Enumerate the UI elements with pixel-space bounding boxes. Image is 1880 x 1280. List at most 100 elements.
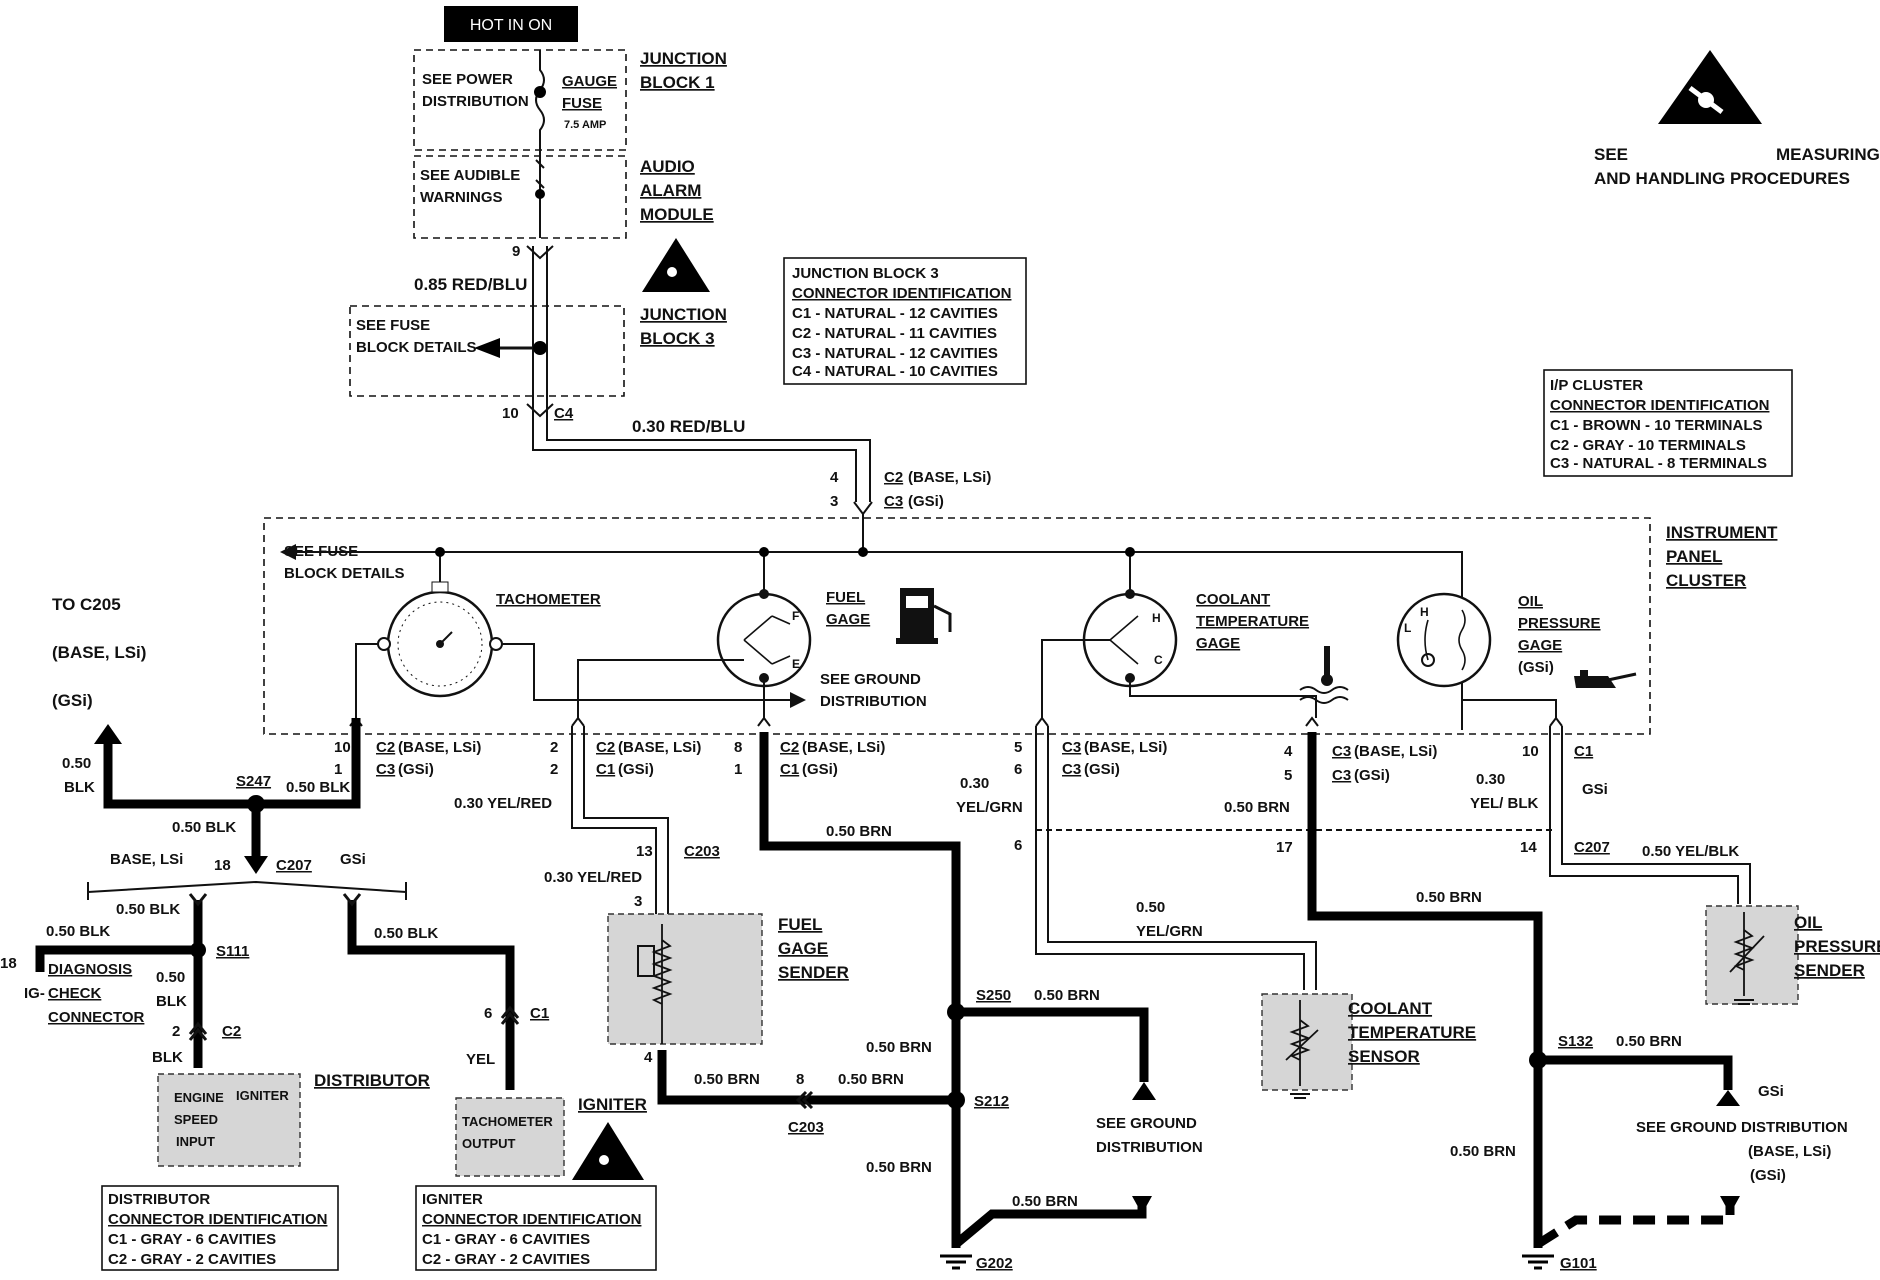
wire-blk-diag: [35, 945, 198, 972]
ground-gsi-2: (GSi): [1750, 1167, 1786, 1184]
audio-see-1: SEE AUDIBLE: [420, 167, 520, 184]
fuel-base: (BASE, LSi): [618, 739, 701, 756]
tachometer-gauge-icon: [377, 581, 503, 698]
fuel-pin-3: 3: [634, 893, 642, 910]
left-pin-18: 18: [214, 857, 231, 874]
esd-measuring: MEASURING: [1776, 145, 1880, 164]
left-c207: C207: [276, 857, 312, 874]
ground-base: (BASE, LSi): [1748, 1143, 1831, 1160]
oil-base: (BASE, LSi): [1354, 743, 1437, 760]
oil-l: L: [1404, 621, 1411, 635]
esd-warning-icon: [1658, 50, 1762, 124]
jb3-title-1: JUNCTION: [640, 305, 727, 324]
to-c205-2: (BASE, LSi): [52, 643, 146, 662]
oilp-conn: [1549, 716, 1563, 727]
igniter-esd-icon: [572, 1122, 644, 1180]
fuel-wire: [571, 726, 669, 920]
jb1-distribution: DISTRIBUTION: [422, 93, 529, 110]
cluster-feed: [853, 501, 873, 552]
conn-c4: C4: [554, 405, 574, 422]
dist-c2-conn: [188, 1021, 208, 1041]
g101-dashed-branch: [1535, 1200, 1735, 1248]
fuel-pin-2b: 2: [550, 761, 558, 778]
cool-pin-5: 5: [1014, 739, 1022, 756]
left-blk-050: 0.50: [62, 755, 91, 772]
tach-c2: C2: [376, 739, 395, 756]
coolant-sensor-icon: [1285, 1000, 1319, 1099]
g202-ground-arrow-icon: [1132, 1196, 1152, 1214]
tach-pin-10: 10: [334, 739, 351, 756]
left-blk-e: BLK: [152, 1049, 183, 1066]
fuel-sender-brn-2: 0.50 BRN: [838, 1071, 904, 1088]
ground-see-3: SEE GROUND DISTRIBUTION: [1636, 1119, 1848, 1136]
s132-label: S132: [1558, 1033, 1593, 1050]
oil-label-4: (GSi): [1518, 659, 1554, 676]
esd-see: SEE: [1594, 145, 1628, 164]
wire-085-label: 0.85 RED/BLU: [414, 275, 527, 294]
oilp-gsi: GSi: [1582, 781, 1608, 798]
see-fuse-arrow-icon: [280, 544, 296, 560]
cool-label-1: COOLANT: [1196, 591, 1270, 608]
jb3-see-2: BLOCK DETAILS: [356, 339, 477, 356]
jb1-see-power: SEE POWER: [422, 71, 513, 88]
cool-c: C: [1154, 653, 1163, 667]
s132-branch: [1538, 1055, 1733, 1090]
dist-conn-t1: DISTRIBUTOR: [108, 1191, 210, 1208]
oil-brn-2: 0.50 BRN: [1416, 889, 1482, 906]
coolant-out: [1041, 639, 1110, 718]
ign-conn-t1: IGNITER: [422, 1191, 483, 1208]
fuel-sender-pin-4: 4: [644, 1049, 653, 1066]
gauge-fuse-wire: [535, 50, 545, 150]
jb3-conn-title-2: CONNECTOR IDENTIFICATION: [792, 285, 1011, 302]
oil-sender-icon: [1729, 912, 1765, 1005]
fuel-pin-2a: 2: [550, 739, 558, 756]
left-pin-18b: 18: [0, 955, 17, 972]
cluster-see-fuse-1: SEE FUSE: [284, 543, 358, 560]
cool-pin-6b: 6: [1014, 837, 1022, 854]
jb3-node: [533, 341, 547, 355]
left-blk-c: 0.50 BLK: [374, 925, 438, 942]
gnd-see-1: SEE GROUND: [1096, 1115, 1197, 1132]
bus-node: [858, 547, 868, 557]
to-c205-3: (GSi): [52, 691, 93, 710]
jb3-conn-c2: C2 - NATURAL - 11 CAVITIES: [792, 325, 997, 342]
g202-ground-icon: [940, 1254, 972, 1270]
oil-conn: [1305, 716, 1319, 727]
oil-label-2: PRESSURE: [1518, 615, 1601, 632]
oil-ground-trunk: [1307, 732, 1543, 1248]
ops-t2: PRESSURE: [1794, 937, 1880, 956]
oil-out: [1461, 690, 1557, 718]
audio-esd-icon: [642, 238, 710, 292]
dist-c2: C2: [222, 1023, 241, 1040]
pin-10: 10: [502, 405, 519, 422]
diag-label: DIAGNOSIS: [48, 961, 132, 978]
distributor-box: [157, 1073, 301, 1167]
oil-pin-5: 5: [1284, 767, 1292, 784]
oilp-wire: [1549, 726, 1751, 904]
fuel-wire-label: 0.30 YEL/RED: [454, 795, 552, 812]
fuel-c203: C203: [684, 843, 720, 860]
distributor-conn-id-box: [101, 1185, 339, 1271]
oil-h: H: [1420, 605, 1429, 619]
fuel-sender-gnd: [657, 1050, 956, 1105]
cool-h: H: [1152, 611, 1161, 625]
see-ground-arrow-icon: [790, 692, 806, 708]
esd-handling: AND HANDLING PROCEDURES: [1594, 169, 1850, 188]
oil-gsi: (GSi): [1354, 767, 1390, 784]
igniter-label: IGNITER: [578, 1095, 647, 1114]
ign-conn-t2: CONNECTOR IDENTIFICATION: [422, 1211, 641, 1228]
dist-pin-2: 2: [172, 1023, 180, 1040]
ig-label: IG-: [24, 985, 45, 1002]
ops-t3: SENDER: [1794, 961, 1865, 980]
audio-title-1: AUDIO: [640, 157, 695, 176]
ground-brn-d: 0.50 BRN: [1450, 1143, 1516, 1160]
jb3-conn-c1: C1 - NATURAL - 12 CAVITIES: [792, 305, 998, 322]
dist-conn-c1: C1 - GRAY - 6 CAVITIES: [108, 1231, 276, 1248]
s250-ground-arrow-icon: [1132, 1082, 1156, 1100]
oil-label-1: OIL: [1518, 593, 1543, 610]
jb3-conn-c4: C4 - NATURAL - 10 CAVITIES: [792, 363, 998, 380]
left-blk: BLK: [64, 779, 95, 796]
cool-wire-4: YEL/GRN: [1136, 923, 1203, 940]
cool-c3: C3: [1062, 739, 1081, 756]
